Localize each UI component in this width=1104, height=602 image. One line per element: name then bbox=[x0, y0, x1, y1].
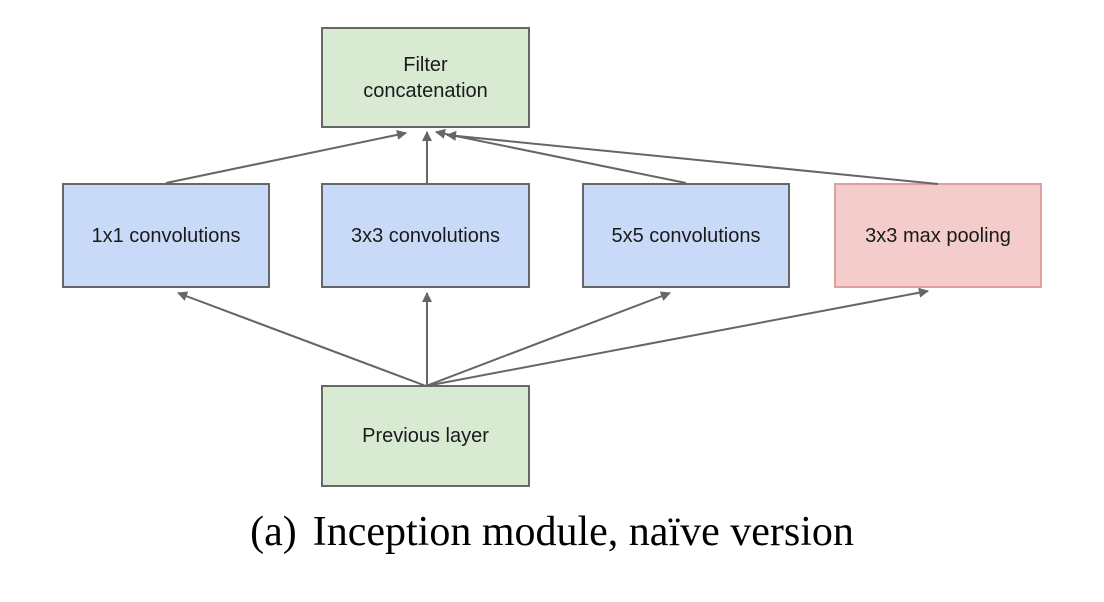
caption-text: Inception module, naïve version bbox=[312, 509, 854, 555]
node-conv-3x3: 3x3 convolutions bbox=[321, 183, 530, 288]
node-label: 5x5 convolutions bbox=[611, 224, 761, 247]
node-label: 3x3 max pooling bbox=[865, 224, 1011, 247]
edge-conv-1x1-to-concat bbox=[165, 129, 407, 184]
figure-caption: (a) Inception module, naïve version bbox=[0, 508, 1104, 556]
node-previous-layer: Previous layer bbox=[321, 385, 530, 487]
edge-previous-to-max-pooling bbox=[425, 287, 929, 387]
node-label: 1x1 convolutions bbox=[91, 224, 241, 247]
caption-index: (a) bbox=[250, 509, 297, 555]
node-conv-5x5: 5x5 convolutions bbox=[582, 183, 790, 288]
node-label: 3x3 convolutions bbox=[351, 224, 500, 247]
node-label: Filter concatenation bbox=[363, 53, 488, 102]
edge-previous-to-conv-1x1 bbox=[177, 291, 427, 387]
node-label: Previous layer bbox=[362, 425, 489, 447]
edge-max-pooling-to-concat bbox=[446, 130, 939, 185]
edge-conv-5x5-to-concat bbox=[435, 128, 687, 184]
node-conv-1x1: 1x1 convolutions bbox=[62, 183, 270, 288]
edge-previous-to-conv-5x5 bbox=[425, 291, 671, 387]
node-filter-concatenation: Filter concatenation bbox=[321, 27, 530, 128]
node-max-pooling: 3x3 max pooling bbox=[834, 183, 1042, 288]
